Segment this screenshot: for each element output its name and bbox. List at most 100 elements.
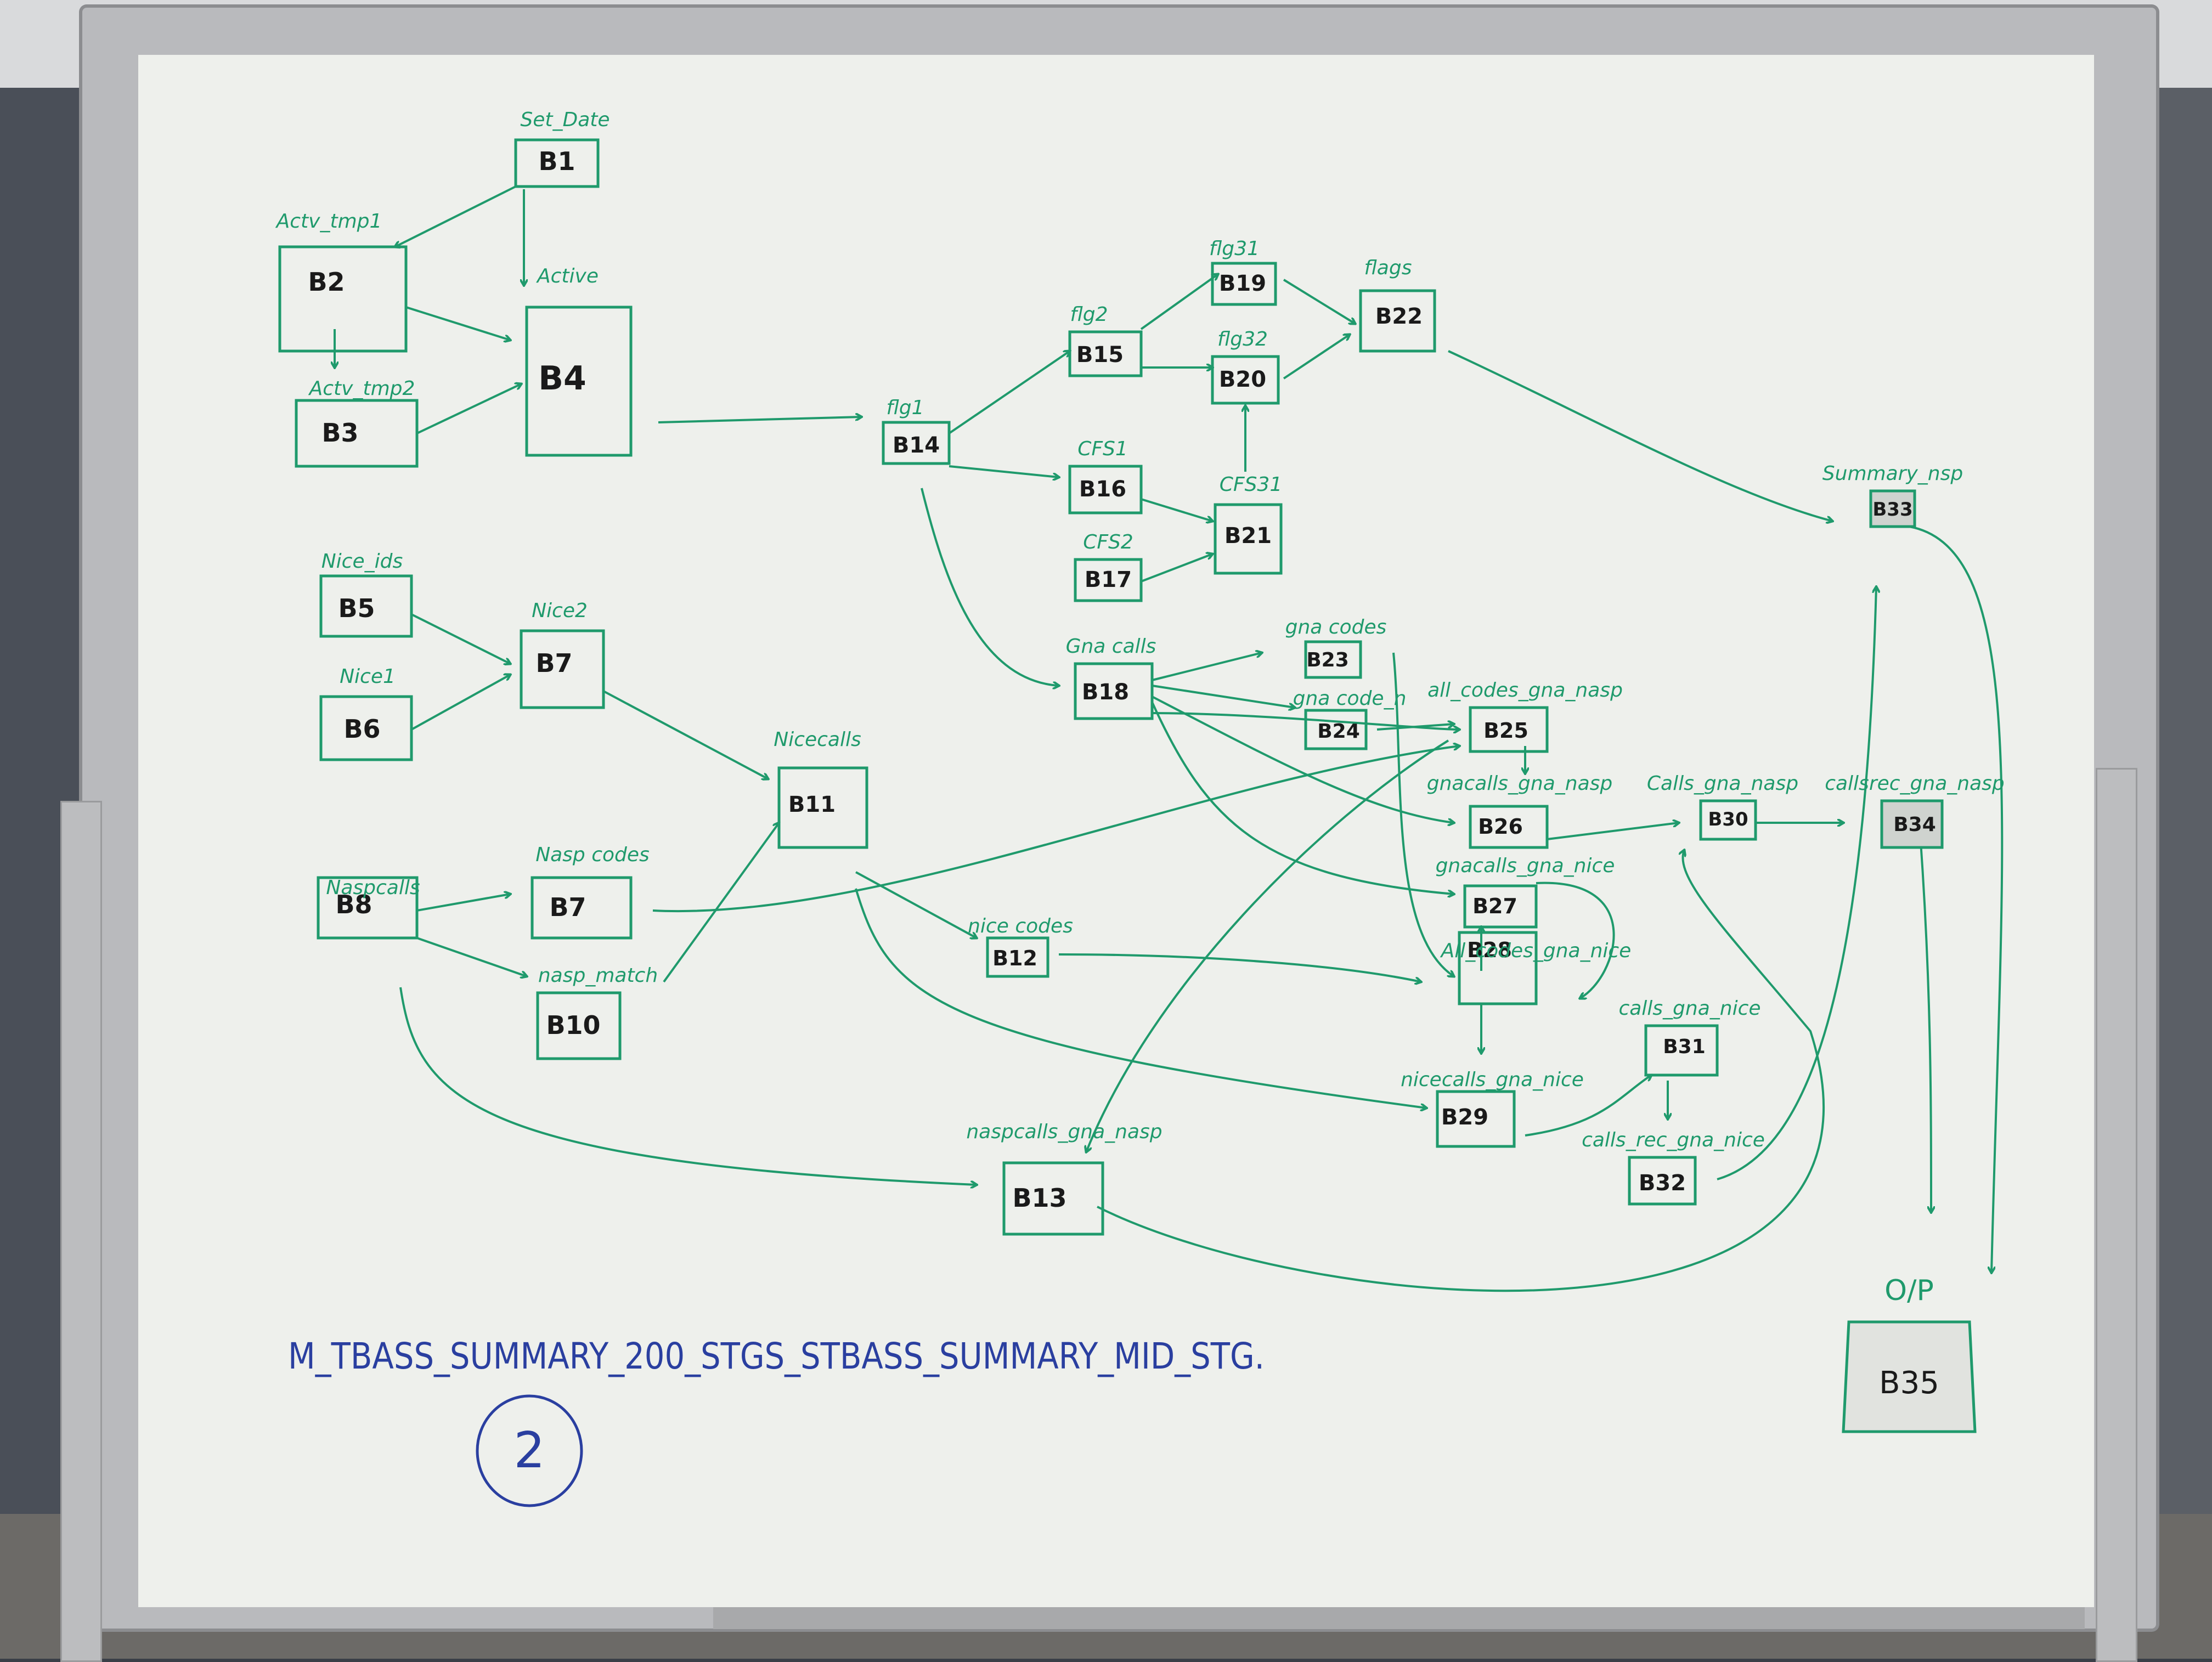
node-box-b2 <box>278 245 408 353</box>
node-label-b16: CFS1 <box>1077 438 1128 460</box>
board-title: M_TBASS_SUMMARY_200_STGS_STBASS_SUMMARY_… <box>288 1335 1265 1377</box>
node-label-b4: Active <box>536 265 599 287</box>
edge-b26-b30 <box>1547 823 1679 840</box>
node-id-b5: B5 <box>338 593 375 623</box>
node-box-b4 <box>525 306 633 457</box>
node-label-b5: Nice_ids <box>321 550 403 573</box>
node-box-b29 <box>1436 1090 1516 1148</box>
edge-b33-b35 <box>1909 525 2004 1273</box>
node-label-b11: Nicecalls <box>774 728 861 751</box>
edge-b10-b11 <box>663 823 779 983</box>
node-id-b20: B20 <box>1219 367 1266 392</box>
node-id-b11: B11 <box>788 792 836 817</box>
node-box-b31 <box>1644 1024 1719 1077</box>
node-box-b17 <box>1074 558 1143 602</box>
edges <box>335 185 2004 1292</box>
edge-b19-b22 <box>1283 279 1355 324</box>
edge-b24-b25 <box>1376 724 1454 731</box>
page-number-circle <box>476 1394 583 1507</box>
node-id-b17: B17 <box>1085 567 1132 592</box>
node-id-b16: B16 <box>1079 477 1126 502</box>
node-box-b25 <box>1469 706 1549 753</box>
node-id-b33: B33 <box>1872 499 1912 521</box>
edge-b8-b9 <box>416 894 510 912</box>
edge-b11-b12 <box>855 871 977 938</box>
node-label-b7-nice2: Nice2 <box>532 600 588 622</box>
node-id-b32: B32 <box>1639 1171 1686 1196</box>
node-label-b33: Summary_nsp <box>1822 462 1963 485</box>
node-labels: Set_Date Actv_tmp1 Actv_tmp2 Active Nice… <box>275 109 2005 1307</box>
edge-b32-b33 <box>1717 587 1876 1180</box>
node-label-b14: flg1 <box>886 397 924 419</box>
node-box-b19 <box>1211 262 1277 306</box>
marker-tray <box>713 1607 2085 1629</box>
node-id-b7-nasp-codes: B7 <box>549 892 586 922</box>
node-box-b3 <box>295 399 419 468</box>
node-id-b22: B22 <box>1375 304 1423 329</box>
node-label-b13: naspcalls_gna_nasp <box>966 1121 1162 1143</box>
node-id-b8: B8 <box>335 890 372 919</box>
node-label-b25: all_codes_gna_nasp <box>1427 679 1623 702</box>
node-label-b26: gnacalls_gna_nasp <box>1427 772 1613 795</box>
edge-b6-b7 <box>411 675 510 731</box>
node-box-b22 <box>1359 289 1436 353</box>
edge-b18-b25 <box>1152 712 1459 730</box>
node-id-b23: B23 <box>1306 649 1349 671</box>
node-id-b26: B26 <box>1478 815 1523 839</box>
node-label-b15: flg2 <box>1070 303 1108 326</box>
node-box-b9 <box>531 876 633 940</box>
node-box-b23 <box>1304 640 1362 679</box>
node-id-b35: B35 <box>1879 1365 1939 1401</box>
whiteboard-surface <box>138 55 2094 1607</box>
edge-b3-b4 <box>416 384 521 434</box>
left-stand-leg <box>60 801 102 1662</box>
node-label-b6: Nice1 <box>340 665 396 688</box>
node-id-b34: B34 <box>1893 813 1936 836</box>
node-id-b4: B4 <box>538 359 586 398</box>
node-label-b3: Actv_tmp2 <box>308 377 415 400</box>
node-label-b17: CFS2 <box>1083 531 1133 553</box>
edge-b13-b30 <box>1097 850 1825 1292</box>
edge-b34-b35 <box>1919 833 1931 1212</box>
node-label-b10: nasp_match <box>538 964 658 987</box>
node-id-b13: B13 <box>1012 1183 1066 1213</box>
edge-b18-b23 <box>1152 653 1262 681</box>
node-label-b20: flg32 <box>1217 328 1268 351</box>
node-box-b10 <box>536 991 622 1060</box>
node-label-b21: CFS31 <box>1220 473 1283 496</box>
edge-b12-b28 <box>1058 953 1421 982</box>
edge-b9-b25 <box>652 746 1459 912</box>
node-label-b28: All_codes_gna_nice <box>1440 940 1632 962</box>
edge-b14-b15 <box>948 351 1070 434</box>
node-id-b18: B18 <box>1082 680 1129 705</box>
edge-b15-b19 <box>1140 274 1218 330</box>
node-label-b7-nasp-codes: Nasp codes <box>535 844 650 866</box>
node-id-b31: B31 <box>1663 1036 1706 1058</box>
node-id-b3: B3 <box>321 418 358 448</box>
edge-b17-b21 <box>1141 554 1212 583</box>
node-box-b11 <box>777 766 868 849</box>
node-box-b6 <box>319 695 413 761</box>
edge-b20-b22 <box>1283 335 1350 380</box>
node-id-b19: B19 <box>1219 271 1266 296</box>
edge-b7-b11 <box>603 690 768 779</box>
edge-b16-b21 <box>1141 498 1212 521</box>
edge-b29-b31 <box>1525 1075 1651 1137</box>
node-id-b12: B12 <box>992 946 1037 970</box>
node-box-b13 <box>1002 1161 1104 1236</box>
node-id-b7-nice2: B7 <box>535 648 572 678</box>
node-label-b31: calls_gna_nice <box>1618 997 1760 1020</box>
node-label-b1: Set_Date <box>520 109 610 131</box>
node-box-b12 <box>986 936 1049 978</box>
node-box-b5 <box>319 574 413 638</box>
node-box-b21 <box>1214 503 1283 575</box>
edge-b23-b28 <box>1392 652 1454 976</box>
node-box-b15 <box>1068 330 1143 377</box>
node-label-b24: gna code_n <box>1293 687 1407 710</box>
node-box-b35 <box>1842 1320 1977 1433</box>
edge-b8-b10 <box>416 937 527 976</box>
node-id-b21: B21 <box>1224 523 1272 549</box>
node-box-b34 <box>1880 799 1944 849</box>
node-id-b15: B15 <box>1076 342 1124 368</box>
node-label-b8: Naspcalls <box>326 877 420 899</box>
